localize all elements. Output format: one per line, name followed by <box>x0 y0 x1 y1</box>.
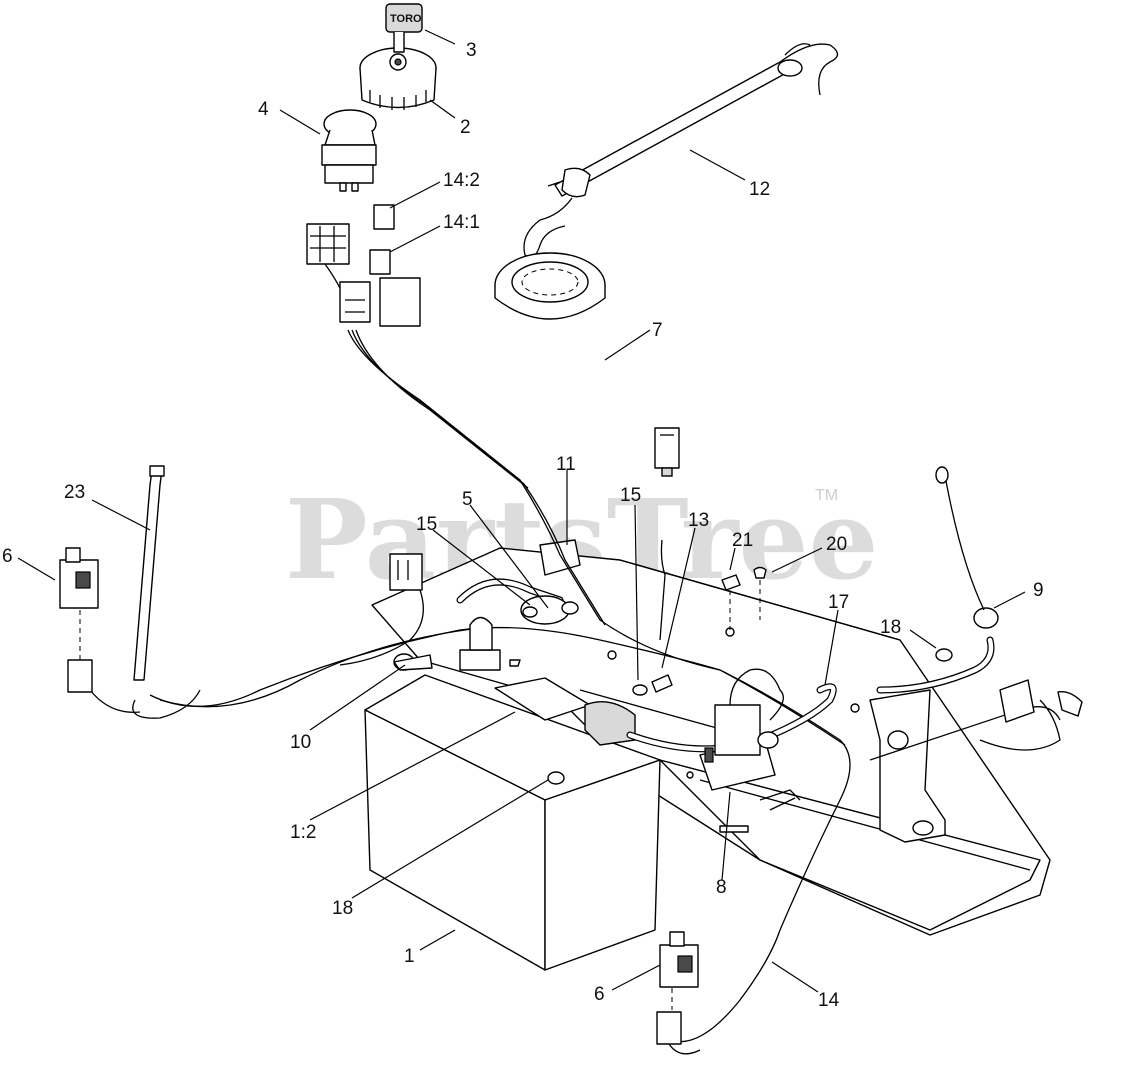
callout-17: 17 <box>828 592 849 613</box>
callout-10: 10 <box>290 732 311 753</box>
key-3: TORO <box>385 3 423 53</box>
callout-13: 13 <box>688 510 709 531</box>
interlock-switch-6-bottom <box>656 931 701 1055</box>
cable-tie-23 <box>133 465 165 681</box>
starter-solenoid-8 <box>699 668 784 791</box>
callout-15-right: 15 <box>620 485 641 506</box>
callout-5: 5 <box>462 489 473 510</box>
grommet-10 <box>393 653 433 671</box>
watermark-tm: TM <box>815 487 838 504</box>
fuse-holder <box>306 204 421 327</box>
callout-15-left: 15 <box>416 514 437 535</box>
callout-18-right: 18 <box>880 617 901 638</box>
callout-9: 9 <box>1033 580 1044 601</box>
key-tag-text: TORO <box>390 13 422 25</box>
battery <box>364 674 661 971</box>
callout-6-bottom: 6 <box>594 984 605 1005</box>
hardware-parts <box>459 466 1083 785</box>
callout-14: 14 <box>818 990 840 1011</box>
callout-4: 4 <box>258 99 269 120</box>
callout-20: 20 <box>826 534 847 555</box>
callout-12: 12 <box>749 179 770 200</box>
callout-1: 1 <box>404 946 415 967</box>
callout-2: 2 <box>460 117 471 138</box>
callout-21: 21 <box>732 530 753 551</box>
callout-6-left: 6 <box>2 546 13 567</box>
callout-23: 23 <box>64 482 85 503</box>
leader-lines <box>17 29 1026 993</box>
callouts: 3 2 4 14:2 14:1 12 7 11 5 15 13 15 20 21… <box>2 40 1044 1011</box>
callout-3: 3 <box>466 40 477 61</box>
callout-1-2: 1:2 <box>290 822 316 843</box>
interlock-switch-6-left <box>59 547 99 693</box>
callout-8: 8 <box>716 877 727 898</box>
harness-connector-top <box>654 427 680 477</box>
key-switch-2 <box>359 47 437 110</box>
plug-7 <box>494 252 606 320</box>
switch-button-4 <box>321 109 377 192</box>
harness-connector-15 <box>389 553 423 591</box>
callout-18-left: 18 <box>332 898 353 919</box>
callout-7: 7 <box>652 320 663 341</box>
callout-14-1: 14:1 <box>443 212 480 233</box>
wiring-harness <box>89 329 1061 1043</box>
callout-14-2: 14:2 <box>443 170 480 191</box>
wire-strap-12 <box>523 43 839 258</box>
callout-11: 11 <box>556 454 576 475</box>
